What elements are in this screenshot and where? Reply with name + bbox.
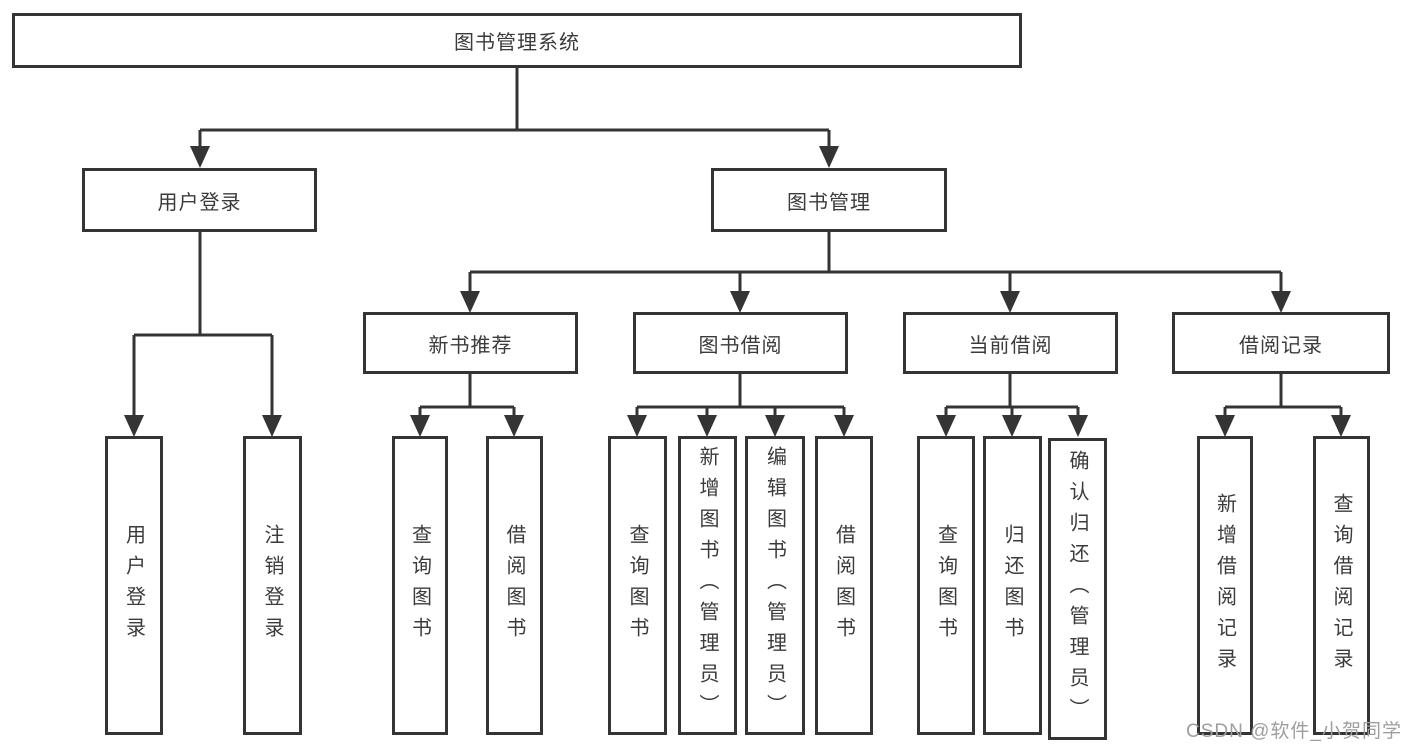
leaf-newbook-query-label: 查询图书 bbox=[408, 523, 431, 648]
node-book-borrow: 图书借阅 bbox=[633, 312, 848, 374]
node-book-management: 图书管理 bbox=[711, 168, 947, 232]
node-book-borrow-label: 图书借阅 bbox=[698, 334, 783, 357]
leaf-borrow-borrow-label: 借阅图书 bbox=[832, 523, 855, 648]
connector-currentborrow-to-leaves bbox=[936, 374, 1088, 437]
leaf-newbook-borrow-label: 借阅图书 bbox=[503, 523, 525, 648]
leaf-newbook-borrow: 借阅图书 bbox=[486, 436, 543, 735]
leaf-records-add: 新增借阅记录 bbox=[1197, 436, 1253, 735]
node-book-management-label: 图书管理 bbox=[787, 191, 871, 214]
connector-bookmgmt-to-level3 bbox=[460, 232, 1291, 313]
node-root: 图书管理系统 bbox=[12, 13, 1022, 68]
leaf-borrow-borrow: 借阅图书 bbox=[815, 436, 873, 735]
leaf-user-login-label: 用户登录 bbox=[122, 523, 145, 648]
leaf-records-add-label: 新增借阅记录 bbox=[1213, 492, 1236, 679]
node-current-borrow-label: 当前借阅 bbox=[968, 334, 1053, 357]
leaf-borrow-edit-admin-label: 编辑图书（管理员） bbox=[763, 446, 786, 725]
leaf-newbook-query: 查询图书 bbox=[392, 436, 448, 735]
node-user-login: 用户登录 bbox=[82, 168, 317, 232]
connector-userlogin-to-leaves bbox=[124, 232, 282, 437]
node-new-book-recommend-label: 新书推荐 bbox=[428, 334, 513, 357]
leaf-current-return: 归还图书 bbox=[983, 436, 1042, 735]
node-current-borrow: 当前借阅 bbox=[903, 312, 1118, 374]
connector-newbook-to-leaves bbox=[410, 374, 524, 437]
leaf-current-query-label: 查询图书 bbox=[934, 523, 957, 648]
leaf-current-confirm-admin-label: 确认归还（管理员） bbox=[1066, 449, 1088, 729]
leaf-borrow-query: 查询图书 bbox=[608, 436, 667, 735]
node-user-login-label: 用户登录 bbox=[157, 191, 242, 214]
connector-root-to-level2 bbox=[190, 68, 839, 168]
leaf-logout: 注销登录 bbox=[243, 436, 302, 735]
node-borrow-records-label: 借阅记录 bbox=[1239, 334, 1323, 357]
node-borrow-records: 借阅记录 bbox=[1172, 312, 1390, 374]
connector-records-to-leaves bbox=[1215, 374, 1351, 437]
leaf-current-confirm-admin: 确认归还（管理员） bbox=[1048, 438, 1107, 740]
leaf-records-query-label: 查询借阅记录 bbox=[1330, 492, 1352, 679]
node-root-label: 图书管理系统 bbox=[454, 32, 580, 54]
leaf-current-query: 查询图书 bbox=[917, 436, 975, 735]
csdn-watermark: CSDN @软件_小贺同学 bbox=[1186, 721, 1402, 742]
leaf-logout-label: 注销登录 bbox=[261, 523, 283, 648]
leaf-borrow-query-label: 查询图书 bbox=[626, 523, 648, 648]
leaf-borrow-add-admin-label: 新增图书（管理员） bbox=[696, 446, 718, 725]
node-new-book-recommend: 新书推荐 bbox=[363, 312, 578, 374]
connector-bookborrow-to-leaves bbox=[627, 374, 854, 437]
leaf-current-return-label: 归还图书 bbox=[1001, 523, 1023, 648]
leaf-user-login: 用户登录 bbox=[105, 436, 163, 735]
leaf-borrow-add-admin: 新增图书（管理员） bbox=[678, 436, 737, 735]
leaf-borrow-edit-admin: 编辑图书（管理员） bbox=[745, 436, 805, 735]
leaf-records-query: 查询借阅记录 bbox=[1313, 436, 1370, 735]
